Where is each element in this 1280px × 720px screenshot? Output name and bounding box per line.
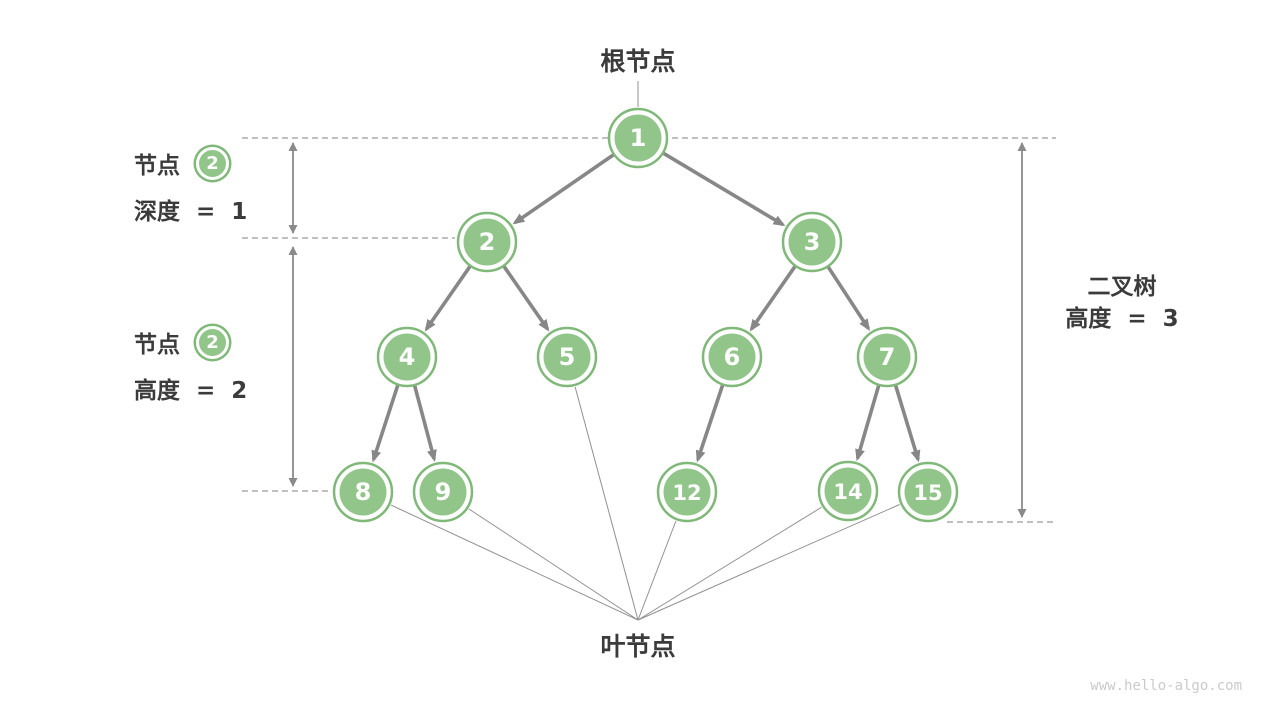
tree-node-14: 14 — [817, 460, 879, 522]
tree-edge-1-3 — [661, 151, 786, 227]
leaf-line-12 — [637, 520, 677, 621]
tree-edge-2-5 — [502, 264, 550, 332]
leaf-line-5 — [574, 386, 639, 621]
tree-node-3: 3 — [781, 211, 843, 273]
tree-node-1: 1 — [607, 107, 669, 169]
node-disk — [383, 333, 431, 381]
tree-height-value: 高度 = 3 — [1065, 306, 1179, 332]
leaf-line-9 — [468, 508, 639, 621]
leaf-line-15 — [637, 504, 900, 621]
node-depth-prefix: 节点 — [134, 153, 180, 179]
tree-edge-3-7 — [826, 265, 871, 332]
tree-height-annotation: 二叉树 高度 = 3 — [1038, 271, 1206, 335]
node-disk — [824, 467, 872, 515]
tree-node-5: 5 — [536, 326, 598, 388]
node-value: 15 — [913, 481, 942, 505]
node-disk — [419, 468, 467, 516]
tree-edge-1-2 — [512, 152, 616, 225]
node-value: 3 — [804, 228, 821, 256]
node-value: 6 — [724, 343, 741, 371]
tree-edge-4-8 — [371, 384, 400, 463]
node-value: 9 — [435, 478, 452, 506]
node-disk — [788, 218, 836, 266]
tree-node-6: 6 — [701, 326, 763, 388]
node-disk — [663, 468, 711, 516]
node-disk — [863, 333, 911, 381]
tree-edge-6-12 — [695, 383, 725, 463]
node-disk — [904, 468, 952, 516]
node-disk — [614, 114, 662, 162]
tree-node-12: 12 — [656, 461, 718, 523]
tree-node-7: 7 — [856, 326, 918, 388]
leaf-node-label: 叶节点 — [600, 632, 676, 661]
tree-edge-4-9 — [412, 384, 437, 462]
leaf-line-14 — [637, 506, 822, 621]
tree-edge-7-14 — [855, 384, 881, 462]
watermark: www.hello-algo.com — [1090, 678, 1242, 694]
node-depth-annotation: 节点 2 深度 = 1 — [134, 146, 247, 226]
tree-node-2: 2 — [456, 211, 518, 273]
node-value: 4 — [399, 343, 416, 371]
node-badge: 2 — [196, 146, 229, 180]
node-height-annotation: 节点 2 高度 = 2 — [134, 325, 247, 405]
leaf-pointer-lines — [390, 386, 900, 621]
node-disk — [543, 333, 591, 381]
tree-height-title: 二叉树 — [1087, 274, 1157, 300]
node-depth-value: 深度 = 1 — [134, 199, 248, 225]
node-value: 12 — [672, 481, 701, 505]
leaf-line-8 — [390, 504, 639, 621]
tree-node-9: 9 — [412, 461, 474, 523]
node-value: 1 — [630, 124, 647, 152]
node-value: 14 — [833, 480, 862, 504]
node-value: 5 — [559, 343, 576, 371]
node-disk — [708, 333, 756, 381]
node-value: 2 — [479, 228, 496, 256]
node-disk — [339, 468, 387, 516]
root-node-label: 根节点 — [600, 47, 676, 76]
node-height-value: 高度 = 2 — [134, 378, 248, 404]
tree-node-15: 15 — [897, 461, 959, 523]
node-badge: 2 — [196, 325, 229, 359]
tree-node-4: 4 — [376, 326, 438, 388]
tree-edge-3-6 — [749, 264, 797, 332]
tree-edge-2-4 — [424, 264, 472, 332]
node-disk — [463, 218, 511, 266]
measure-arrows — [288, 142, 1027, 518]
tree-edges — [371, 151, 921, 463]
tree-node-8: 8 — [332, 461, 394, 523]
tree-edge-7-15 — [893, 384, 921, 463]
node-height-prefix: 节点 — [134, 332, 180, 358]
dashed-guides — [242, 137, 1056, 523]
node-value: 7 — [879, 343, 896, 371]
node-value: 8 — [355, 478, 372, 506]
